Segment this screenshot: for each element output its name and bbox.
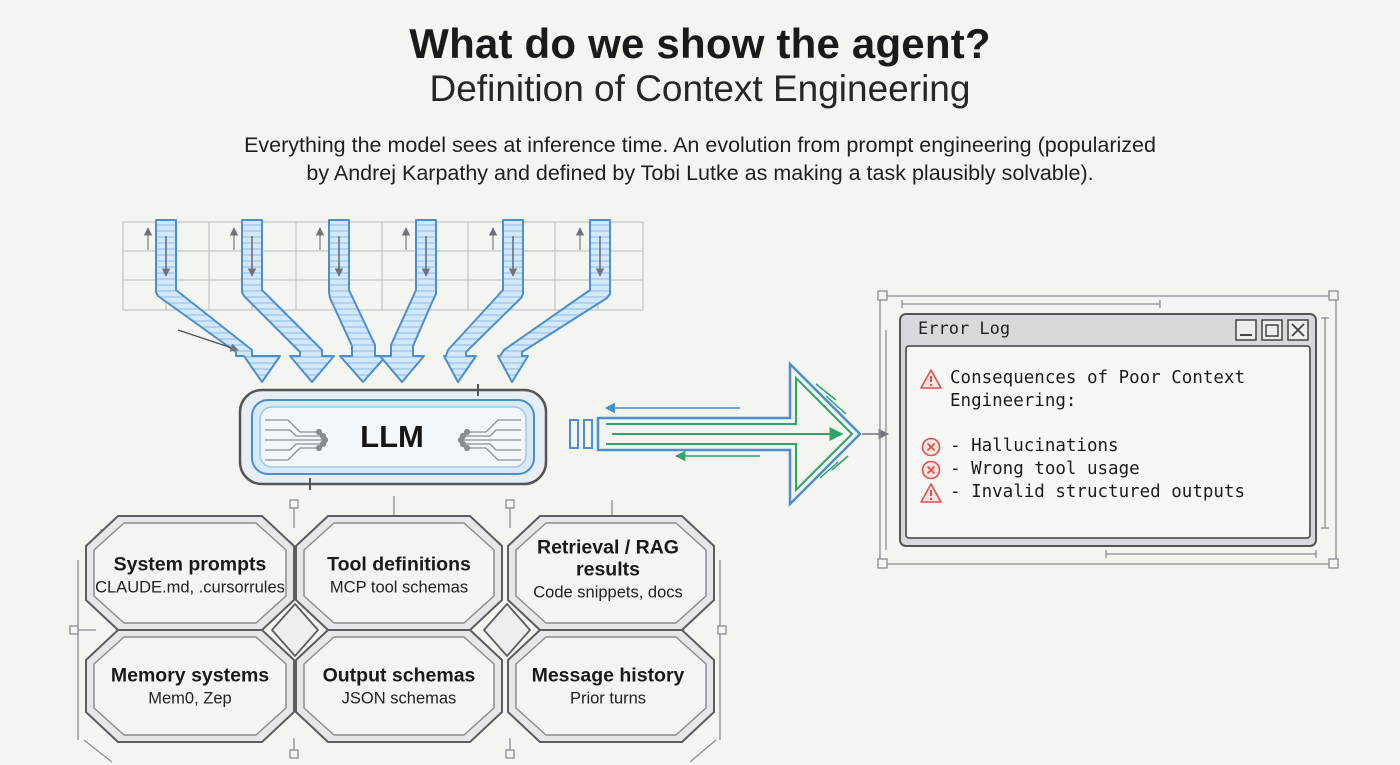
circuit-right-icon bbox=[457, 419, 521, 461]
close-button[interactable] bbox=[1287, 319, 1309, 341]
error-window-frame bbox=[877, 290, 1339, 569]
input-arrow-6 bbox=[497, 219, 611, 383]
llm-label: LLM bbox=[360, 419, 424, 454]
context-source-tool-definitions: Tool definitions MCP tool schemas bbox=[327, 554, 471, 599]
log-item-text: - Invalid structured outputs bbox=[950, 482, 1246, 502]
warning-icon bbox=[920, 368, 942, 389]
source-name: Output schemas bbox=[322, 664, 476, 687]
context-source-message-history: Message history Prior turns bbox=[532, 665, 685, 710]
input-arrow-3 bbox=[328, 219, 387, 383]
input-arrow-2 bbox=[241, 219, 335, 383]
cell-tool-definitions bbox=[295, 515, 503, 631]
context-source-memory-systems: Memory systems Mem0, Zep bbox=[111, 665, 269, 710]
source-name: Retrieval / RAG results bbox=[537, 536, 679, 581]
log-heading-line: Engineering: bbox=[950, 391, 1077, 411]
log-heading-cont: Engineering: bbox=[920, 390, 1245, 413]
context-cells bbox=[85, 515, 715, 743]
source-detail: MCP tool schemas bbox=[329, 578, 469, 597]
source-name: Memory systems bbox=[110, 664, 270, 687]
input-arrows bbox=[155, 219, 611, 383]
connector-diamond bbox=[483, 603, 531, 657]
source-name: Tool definitions bbox=[327, 553, 471, 576]
context-source-output-schemas: Output schemas JSON schemas bbox=[323, 665, 476, 710]
warning-icon bbox=[920, 482, 942, 503]
cell-message-history bbox=[507, 629, 715, 743]
source-detail: JSON schemas bbox=[341, 689, 457, 708]
cell-memory-systems bbox=[85, 629, 295, 743]
description-line: by Andrej Karpathy and defined by Tobi L… bbox=[306, 161, 1094, 185]
input-grid bbox=[122, 221, 644, 311]
log-item-text: - Wrong tool usage bbox=[950, 459, 1140, 479]
log-heading-line: Consequences of Poor Context bbox=[950, 368, 1246, 388]
description-line: Everything the model sees at inference t… bbox=[244, 133, 1156, 157]
input-arrow-5 bbox=[443, 219, 524, 383]
context-source-system-prompts: System prompts CLAUDE.md, .cursorrules bbox=[95, 554, 285, 599]
x-circle-icon bbox=[921, 437, 941, 456]
cell-retrieval bbox=[507, 515, 715, 631]
source-detail: Mem0, Zep bbox=[148, 689, 232, 708]
log-item: - Hallucinations bbox=[920, 435, 1245, 458]
circuit-left-icon bbox=[265, 419, 329, 461]
maximize-button[interactable] bbox=[1261, 319, 1283, 341]
log-item: - Invalid structured outputs bbox=[920, 481, 1245, 504]
source-name: Message history bbox=[531, 664, 685, 687]
source-detail: CLAUDE.md, .cursorrules bbox=[95, 578, 285, 597]
page-subtitle: Definition of Context Engineering bbox=[429, 68, 971, 109]
log-heading: Consequences of Poor Context bbox=[920, 367, 1245, 390]
log-item-text: - Hallucinations bbox=[950, 436, 1119, 456]
page-title: What do we show the agent? bbox=[409, 20, 991, 67]
context-source-retrieval: Retrieval / RAG results Code snippets, d… bbox=[533, 537, 683, 604]
x-circle-icon bbox=[921, 460, 941, 479]
window-title: Error Log bbox=[918, 319, 1011, 339]
input-arrow-1 bbox=[155, 219, 281, 383]
llm-box bbox=[238, 384, 548, 490]
error-log-content: Consequences of Poor Context Engineering… bbox=[920, 367, 1245, 504]
source-detail: Prior turns bbox=[569, 689, 647, 708]
cell-system-prompts bbox=[85, 515, 295, 631]
input-arrow-4 bbox=[379, 219, 437, 383]
grid-small-arrows bbox=[143, 227, 585, 250]
log-item: - Wrong tool usage bbox=[920, 458, 1245, 481]
cell-output-schemas bbox=[295, 629, 503, 743]
source-name: System prompts bbox=[113, 553, 267, 576]
connector-diamond bbox=[271, 603, 319, 657]
error-window bbox=[899, 313, 1317, 547]
minimize-button[interactable] bbox=[1235, 319, 1257, 341]
input-arrow-guides bbox=[161, 236, 605, 352]
source-detail: Code snippets, docs bbox=[533, 583, 683, 602]
description: Everything the model sees at inference t… bbox=[0, 131, 1400, 187]
output-arrow bbox=[569, 360, 890, 508]
